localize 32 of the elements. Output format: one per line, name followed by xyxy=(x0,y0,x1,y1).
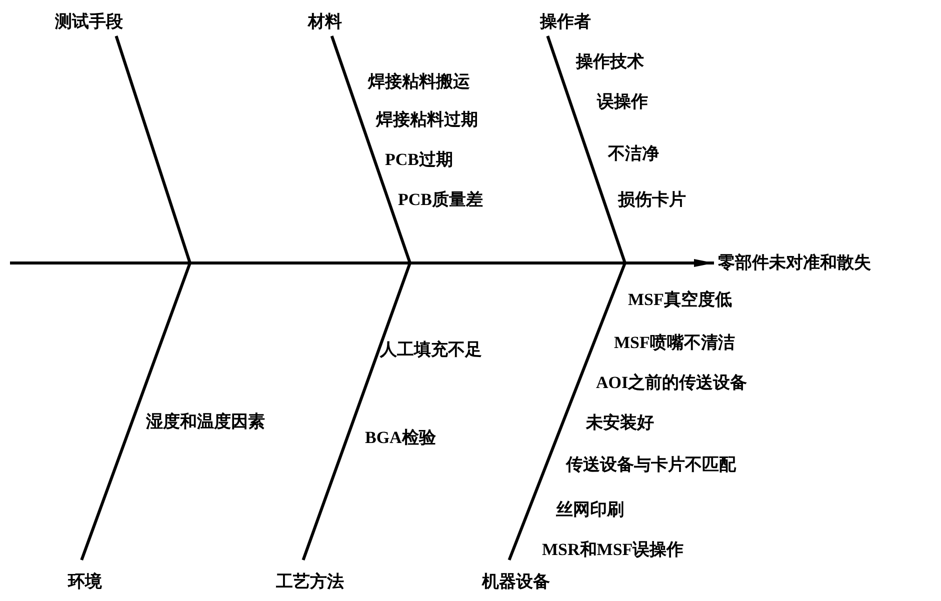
category-label: 操作者 xyxy=(540,12,591,32)
cause-label: 焊接粘料搬运 xyxy=(368,72,470,92)
cause-label: MSF真空度低 xyxy=(628,290,732,310)
cause-label: PCB质量差 xyxy=(398,190,483,210)
cause-label: 误操作 xyxy=(597,92,648,112)
category-label: 机器设备 xyxy=(482,572,550,592)
cause-label: 操作技术 xyxy=(576,52,644,72)
bone-line xyxy=(546,36,626,264)
cause-label: 湿度和温度因素 xyxy=(146,412,265,432)
bone-line xyxy=(330,36,412,264)
cause-label: 丝网印刷 xyxy=(556,500,624,520)
cause-label: MSF喷嘴不清洁 xyxy=(614,333,735,353)
cause-label: MSR和MSF误操作 xyxy=(542,540,684,560)
bone-line xyxy=(508,262,626,561)
cause-label: 未安装好 xyxy=(586,413,654,433)
category-label: 工艺方法 xyxy=(276,572,344,592)
bone-line xyxy=(114,36,192,264)
category-label: 测试手段 xyxy=(55,12,123,32)
effect-label: 零部件未对准和散失 xyxy=(718,253,871,273)
cause-label: 不洁净 xyxy=(608,144,659,164)
category-label: 材料 xyxy=(308,12,342,32)
cause-label: 人工填充不足 xyxy=(380,340,482,360)
cause-label: 损伤卡片 xyxy=(618,190,686,210)
category-label: 环境 xyxy=(68,572,102,592)
bone-line xyxy=(302,262,412,560)
spine-arrow xyxy=(10,259,714,267)
cause-label: 传送设备与卡片不匹配 xyxy=(566,455,736,475)
cause-label: AOI之前的传送设备 xyxy=(596,373,748,393)
cause-label: PCB过期 xyxy=(385,150,453,170)
bone-line xyxy=(80,262,192,561)
cause-label: 焊接粘料过期 xyxy=(376,110,478,130)
cause-label: BGA检验 xyxy=(365,428,436,448)
